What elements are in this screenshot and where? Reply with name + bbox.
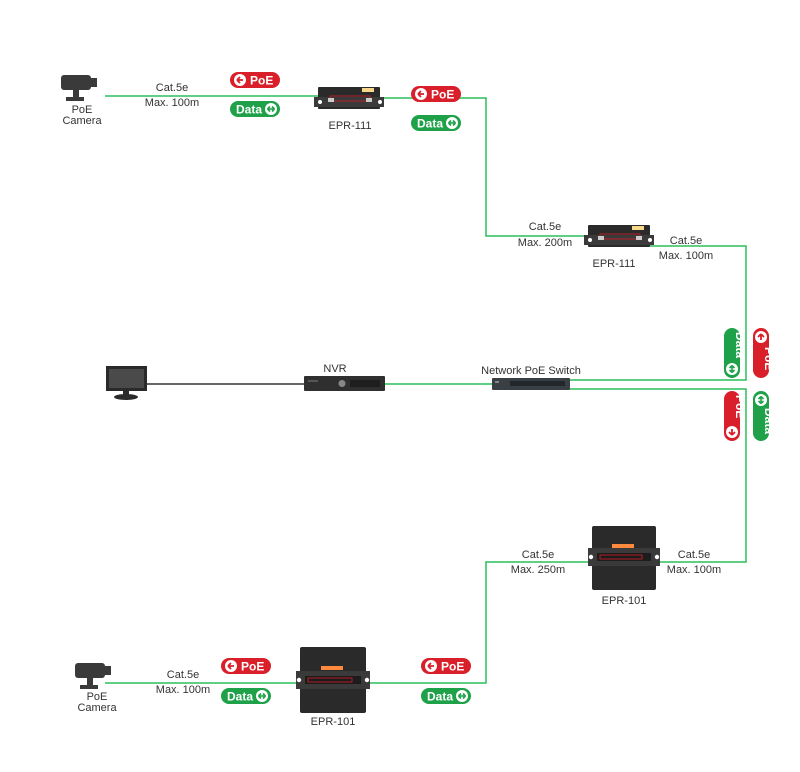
seg1-cable-length: Max. 100m	[145, 97, 199, 109]
epr101-right-label: EPR-101	[602, 595, 647, 607]
camera1-label-line2: Camera	[62, 115, 102, 127]
epr111-top-label: EPR-111	[328, 120, 371, 132]
arrow-left-circle-icon	[414, 87, 428, 101]
epr101-bottom-label: EPR-101	[311, 716, 356, 728]
seg6-cable-type: Cat.5e	[167, 669, 199, 681]
switch-device	[492, 378, 570, 390]
seg3-cable-type: Cat.5e	[670, 235, 702, 247]
data-pill-vertical: Data	[724, 328, 747, 378]
svg-text:PoE: PoE	[250, 74, 273, 88]
arrow-both-circle-icon	[455, 689, 469, 703]
switch-label: Network PoE Switch	[481, 365, 581, 377]
seg1-cable-type: Cat.5e	[156, 82, 188, 94]
svg-text:Data: Data	[236, 103, 262, 117]
epr101-device-bottom	[296, 647, 370, 713]
epr101-device-right	[588, 526, 660, 590]
seg6-cable-length: Max. 100m	[156, 684, 210, 696]
poe-pill: PoE	[221, 658, 271, 674]
cable-epr111b-switch	[570, 245, 747, 381]
seg3-cable-length: Max. 100m	[659, 250, 713, 262]
arrow-left-circle-icon	[233, 73, 247, 87]
arrow-left-circle-icon	[224, 659, 238, 673]
cables	[105, 95, 747, 684]
data-pill: Data	[411, 115, 461, 131]
camera1-label-line1: PoE	[72, 104, 93, 116]
seg2-cable-length: Max. 200m	[518, 237, 572, 249]
arrow-both-circle-icon	[445, 116, 459, 130]
cctv-camera-icon	[75, 663, 111, 689]
arrow-both-circle-icon	[255, 689, 269, 703]
poe-pill-vertical: PoE	[753, 328, 776, 378]
nvr-device	[304, 376, 385, 391]
svg-text:PoE: PoE	[441, 660, 464, 674]
cable-switch-epr101b	[570, 388, 747, 563]
svg-text:PoE: PoE	[762, 347, 776, 370]
camera2-label-line1: PoE	[87, 691, 108, 703]
epr111-device-mid	[584, 225, 654, 247]
data-pill: Data	[421, 688, 471, 704]
svg-text:Data: Data	[417, 117, 443, 131]
arrow-up-circle-icon	[755, 331, 767, 343]
arrow-left-circle-icon	[424, 659, 438, 673]
svg-text:Data: Data	[762, 408, 776, 434]
epr111-mid-label: EPR-111	[592, 258, 635, 270]
poe-pill: PoE	[230, 72, 280, 88]
svg-text:PoE: PoE	[431, 88, 454, 102]
svg-text:PoE: PoE	[241, 660, 264, 674]
arrow-down-circle-icon	[726, 426, 738, 438]
epr111-device-top	[314, 87, 384, 109]
seg5-cable-length: Max. 100m	[667, 564, 721, 576]
cable-epr101b-epr101a	[366, 561, 592, 684]
arrow-both-circle-icon	[264, 102, 278, 116]
svg-text:Data: Data	[733, 332, 747, 358]
seg4-cable-length: Max. 250m	[511, 564, 565, 576]
svg-text:PoE: PoE	[733, 395, 747, 418]
camera2-label-line2: Camera	[77, 702, 117, 714]
seg4-cable-type: Cat.5e	[522, 549, 554, 561]
arrow-both-circle-icon	[726, 363, 738, 375]
svg-text:Data: Data	[427, 690, 453, 704]
data-pill: Data	[221, 688, 271, 704]
poe-pill: PoE	[421, 658, 471, 674]
svg-text:Data: Data	[227, 690, 253, 704]
arrow-both-circle-icon	[755, 394, 767, 406]
seg5-cable-type: Cat.5e	[678, 549, 710, 561]
data-pill-vertical: Data	[753, 391, 776, 441]
poe-pill-vertical: PoE	[724, 391, 747, 441]
cctv-camera-icon	[61, 75, 97, 101]
monitor-icon	[106, 366, 147, 400]
cable-epr111a-epr111b	[378, 97, 588, 237]
nvr-label: NVR	[323, 363, 346, 375]
data-pill: Data	[230, 101, 280, 117]
seg2-cable-type: Cat.5e	[529, 221, 561, 233]
poe-pill: PoE	[411, 86, 461, 102]
